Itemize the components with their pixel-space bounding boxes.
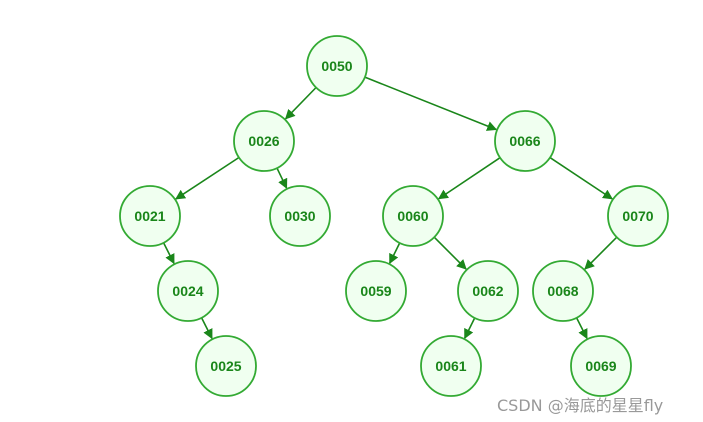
edge-0066-0060 — [437, 157, 501, 200]
tree-node-0062: 0062 — [457, 260, 519, 322]
tree-node-0030: 0030 — [269, 185, 331, 247]
tree-node-0024: 0024 — [157, 260, 219, 322]
node-circle — [157, 260, 219, 322]
node-label: 0066 — [509, 133, 540, 149]
node-circle — [532, 260, 594, 322]
tree-node-0069: 0069 — [570, 335, 632, 397]
tree-node-0060: 0060 — [382, 185, 444, 247]
edge-0066-0070 — [549, 156, 614, 200]
tree-node-0026: 0026 — [233, 110, 295, 172]
node-label: 0061 — [435, 358, 466, 374]
edge-0062-0061 — [463, 317, 476, 340]
edge-0060-0062 — [433, 236, 467, 270]
node-circle — [195, 335, 257, 397]
node-circle — [420, 335, 482, 397]
edge-0060-0059 — [388, 242, 401, 265]
node-circle — [570, 335, 632, 397]
node-circle — [119, 185, 181, 247]
edge-0050-0026 — [284, 86, 317, 120]
node-label: 0021 — [134, 208, 165, 224]
tree-node-0025: 0025 — [195, 335, 257, 397]
node-label: 0025 — [210, 358, 241, 374]
tree-node-0059: 0059 — [345, 260, 407, 322]
edge-0021-0024 — [162, 242, 175, 265]
tree-node-0050: 0050 — [306, 35, 368, 97]
edges-layer — [162, 76, 618, 340]
watermark: CSDN @海底的星星fly — [497, 396, 664, 415]
node-label: 0059 — [360, 283, 391, 299]
node-label: 0026 — [248, 133, 279, 149]
tree-node-0066: 0066 — [494, 110, 556, 172]
node-label: 0068 — [547, 283, 578, 299]
node-circle — [382, 185, 444, 247]
node-label: 0062 — [472, 283, 503, 299]
edge-0050-0066 — [364, 76, 498, 131]
node-circle — [345, 260, 407, 322]
node-circle — [457, 260, 519, 322]
node-circle — [607, 185, 669, 247]
tree-node-0061: 0061 — [420, 335, 482, 397]
node-circle — [494, 110, 556, 172]
node-label: 0030 — [284, 208, 315, 224]
node-label: 0024 — [172, 283, 203, 299]
edge-0070-0068 — [584, 236, 618, 270]
tree-node-0068: 0068 — [532, 260, 594, 322]
edge-0068-0069 — [575, 317, 588, 340]
node-label: 0050 — [321, 58, 352, 74]
node-label: 0070 — [622, 208, 653, 224]
node-label: 0060 — [397, 208, 428, 224]
node-circle — [306, 35, 368, 97]
edge-0026-0021 — [175, 156, 240, 200]
node-circle — [269, 185, 331, 247]
node-label: 0069 — [585, 358, 616, 374]
nodes-layer: 0050 0026 0066 0021 0030 0060 0070 0024 0059 0062… — [119, 35, 669, 397]
node-circle — [233, 110, 295, 172]
edge-0024-0025 — [200, 317, 213, 340]
tree-node-0021: 0021 — [119, 185, 181, 247]
tree-node-0070: 0070 — [607, 185, 669, 247]
edge-0026-0030 — [276, 167, 288, 189]
